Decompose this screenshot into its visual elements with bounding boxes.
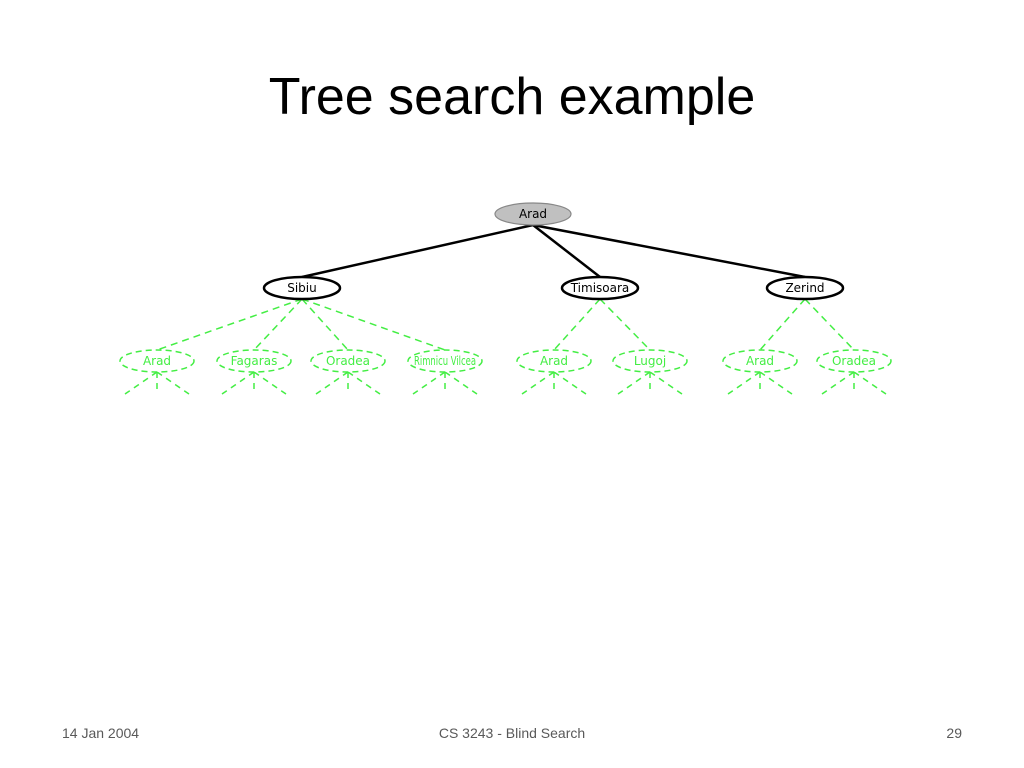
node-root-arad: Arad — [494, 202, 572, 226]
edge-zerind-oradea — [804, 298, 855, 351]
node-label: Oradea — [832, 354, 876, 368]
edge-sibiu-rimnicu-vilcea — [301, 298, 446, 351]
node-label: Rimnicu Vilcea — [414, 354, 476, 368]
node-level2-sibiu-rimnicu-vilcea: Rimnicu Vilcea — [407, 349, 483, 373]
node-label: Arad — [540, 354, 568, 368]
node-shape — [516, 349, 592, 373]
node-shape — [765, 275, 845, 301]
node-label: Arad — [143, 354, 171, 368]
edge-arad-timisoara — [532, 224, 601, 278]
edge-stub-zerind-arad-2 — [759, 371, 793, 395]
node-level1-sibiu: Sibiu — [262, 275, 342, 301]
node-level2-zerind-oradea: Oradea — [816, 349, 892, 373]
edge-arad-sibiu — [301, 223, 534, 279]
node-level2-sibiu-arad: Arad — [119, 349, 195, 373]
node-level2-timisoara-arad: Arad — [516, 349, 592, 373]
footer-page-number: 29 — [946, 725, 962, 741]
edge-timisoara-lugoj — [599, 298, 651, 351]
node-shape — [722, 349, 798, 373]
edge-stub-zerind-arad-0 — [727, 371, 761, 395]
node-label: Fagaras — [231, 354, 278, 368]
edge-stub-sibiu-fagaras-0 — [221, 371, 255, 395]
footer-date: 14 Jan 2004 — [62, 725, 140, 741]
edge-stub-sibiu-rimnicu-vilcea-0 — [412, 371, 446, 395]
edge-arad-zerind — [532, 223, 806, 279]
node-level2-sibiu-fagaras: Fagaras — [216, 349, 292, 373]
edge-stub-sibiu-fagaras-2 — [253, 371, 287, 395]
node-level2-sibiu-oradea: Oradea — [310, 349, 386, 373]
node-shape — [310, 349, 386, 373]
slide-title: Tree search example — [268, 68, 756, 126]
edge-stub-sibiu-oradea-2 — [347, 371, 381, 395]
edge-stub-zerind-oradea-2 — [853, 371, 887, 395]
node-label: Lugoj — [634, 354, 666, 368]
node-level2-timisoara-lugoj: Lugoj — [612, 349, 688, 373]
edge-stub-sibiu-rimnicu-vilcea-2 — [444, 371, 478, 395]
node-shape — [216, 349, 292, 373]
node-label: Timisoara — [570, 281, 630, 295]
edge-stub-sibiu-arad-2 — [156, 371, 190, 395]
node-label: Zerind — [785, 281, 824, 295]
node-label: Sibiu — [287, 281, 317, 295]
node-shape — [612, 349, 688, 373]
node-label: Arad — [519, 207, 547, 221]
node-shape — [560, 275, 640, 301]
edge-stub-zerind-oradea-0 — [821, 371, 855, 395]
edge-zerind-arad — [759, 298, 806, 351]
node-level1-zerind: Zerind — [765, 275, 845, 301]
node-shape — [119, 349, 195, 373]
edge-sibiu-arad — [156, 298, 303, 351]
edge-stub-timisoara-lugoj-2 — [649, 371, 683, 395]
edge-stub-timisoara-lugoj-0 — [617, 371, 651, 395]
node-shape — [816, 349, 892, 373]
node-shape — [494, 202, 572, 226]
node-shape — [262, 275, 342, 301]
node-level2-zerind-arad: Arad — [722, 349, 798, 373]
edge-timisoara-arad — [553, 298, 601, 351]
node-shape — [407, 349, 483, 373]
tree-edges — [124, 223, 887, 395]
edge-stub-timisoara-arad-2 — [553, 371, 587, 395]
node-label: Arad — [746, 354, 774, 368]
node-level1-timisoara: Timisoara — [560, 275, 640, 301]
node-label: Oradea — [326, 354, 370, 368]
edge-stub-sibiu-arad-0 — [124, 371, 158, 395]
edge-stub-timisoara-arad-0 — [521, 371, 555, 395]
edge-stub-sibiu-oradea-0 — [315, 371, 349, 395]
footer-course: CS 3243 - Blind Search — [438, 725, 586, 741]
